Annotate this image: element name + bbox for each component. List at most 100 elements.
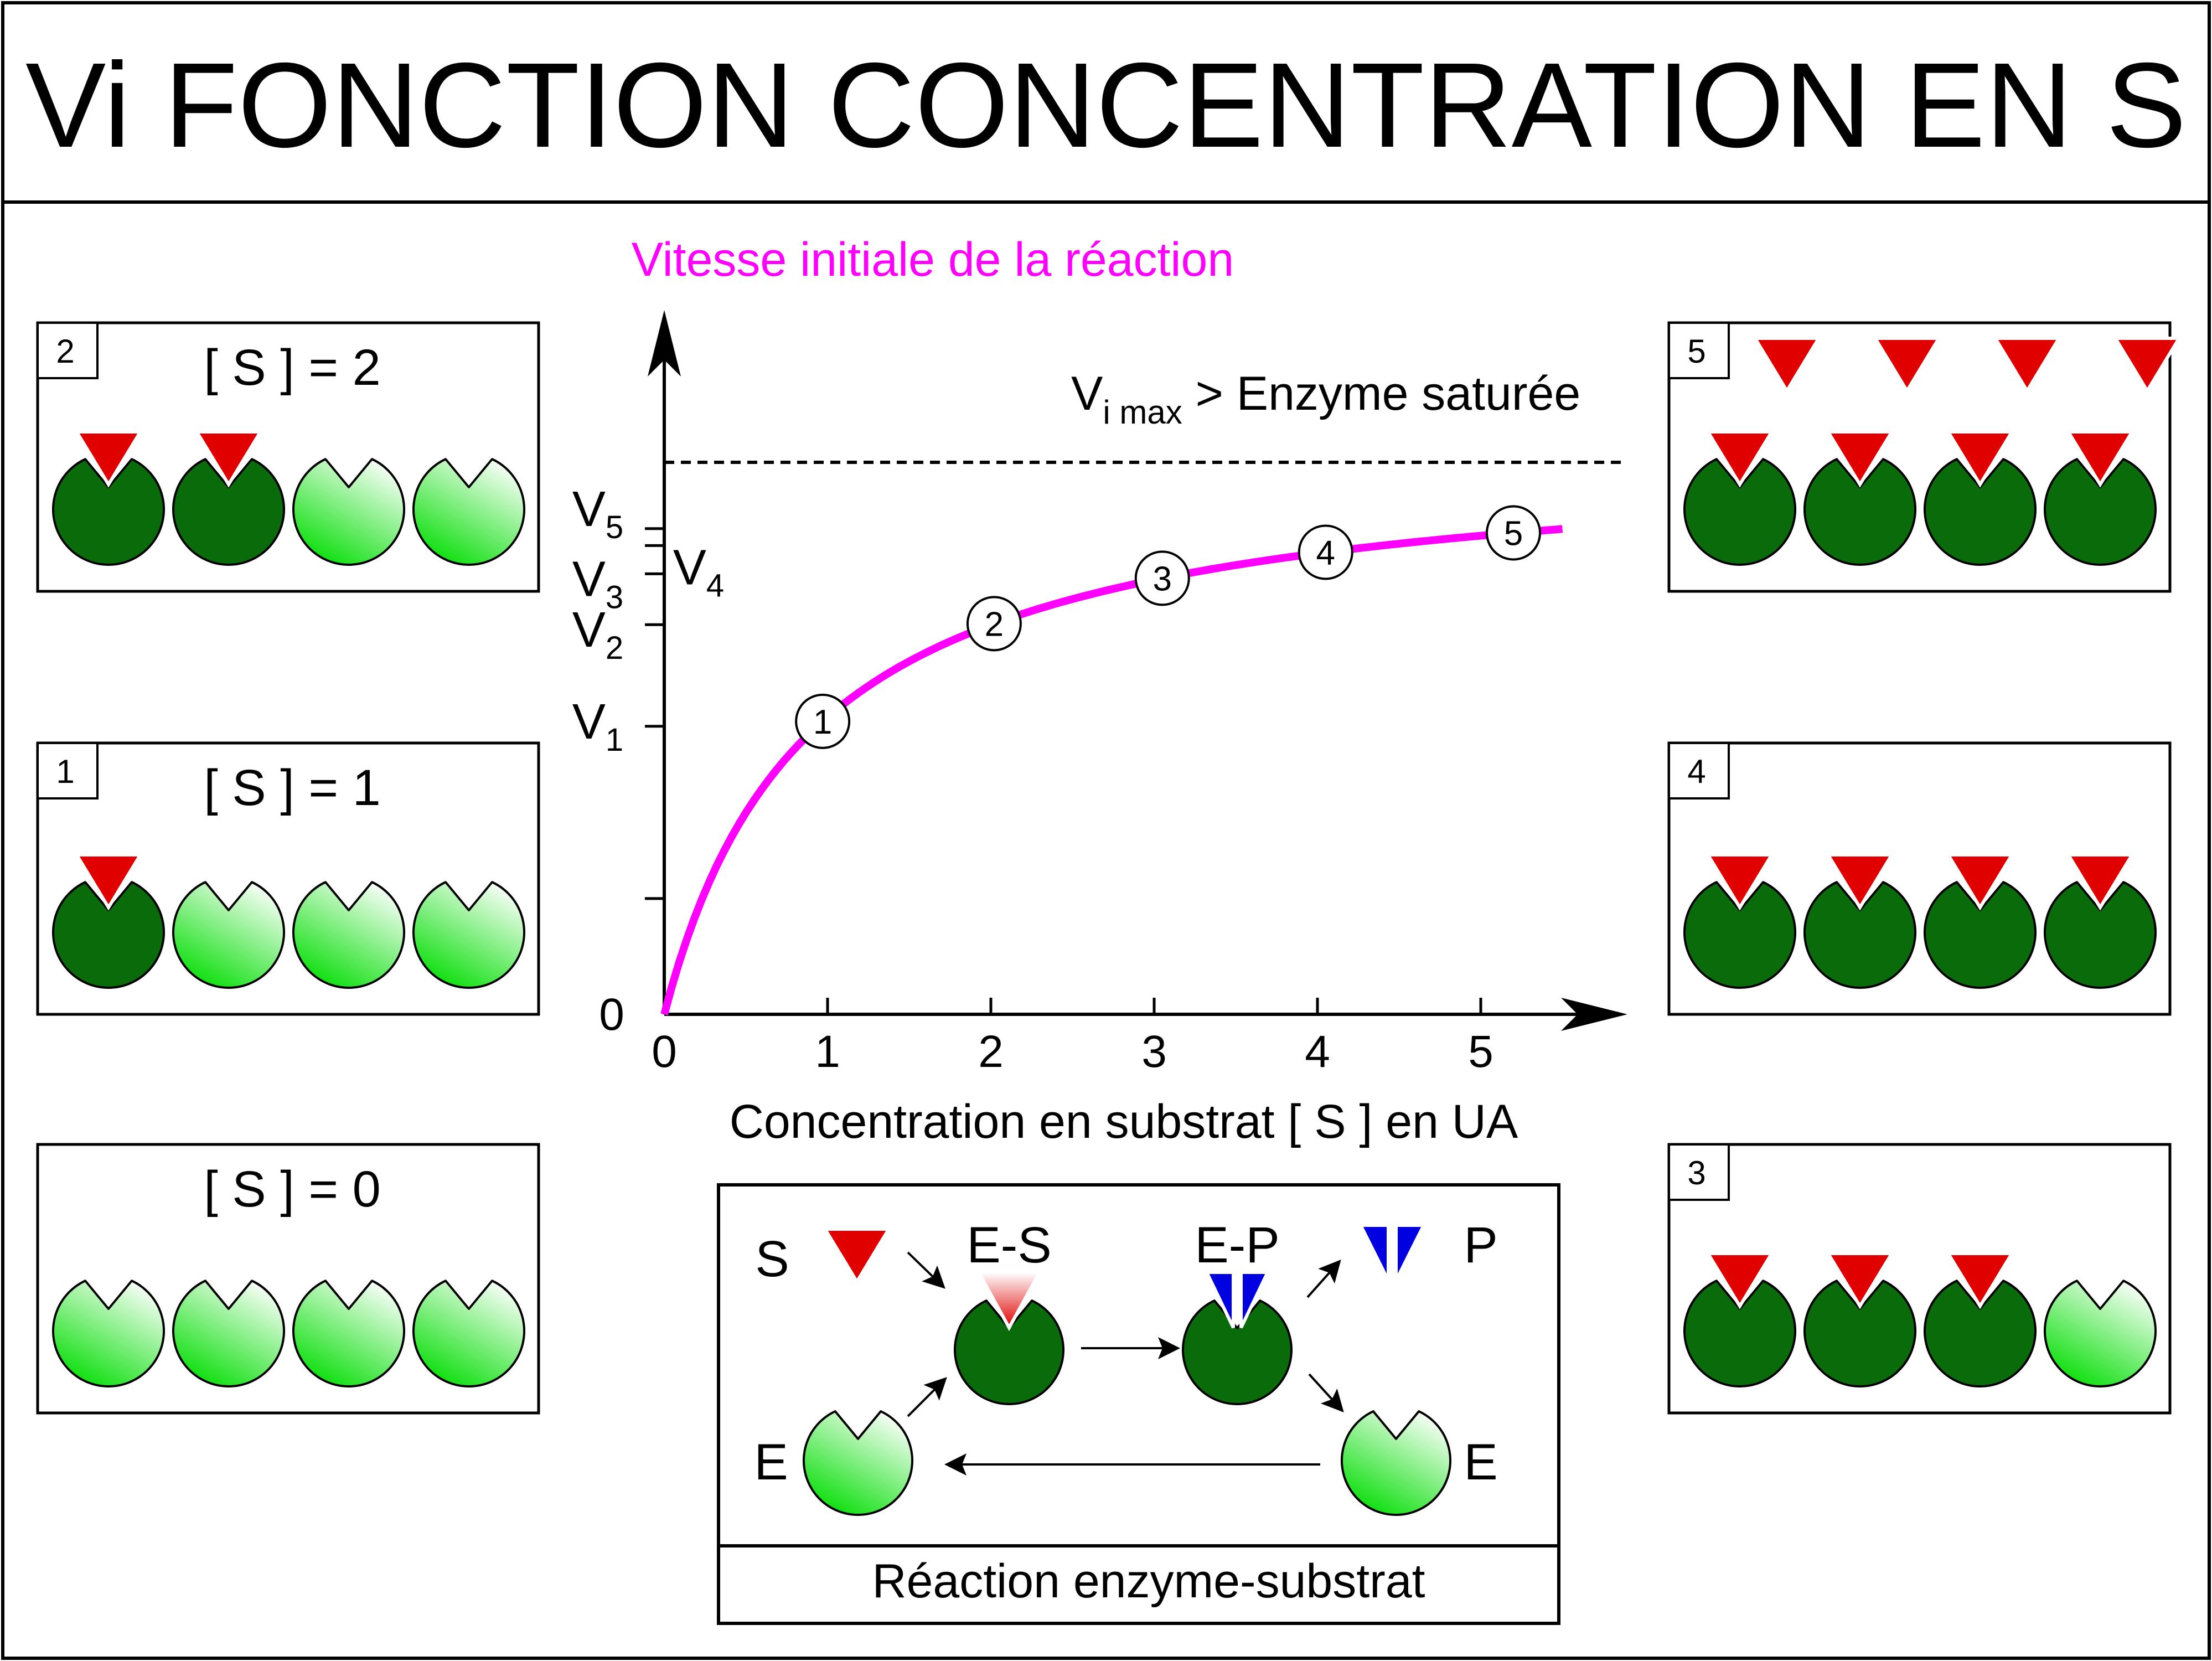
substrate-triangle — [1705, 430, 1775, 488]
free-substrate-triangle — [1872, 337, 1942, 394]
panel-s3: 3 — [1667, 1143, 2172, 1415]
reaction-shapes — [803, 1224, 1451, 1516]
substrate-triangle — [1945, 1252, 2015, 1309]
panel-s0: [ S ] = 0 — [36, 1143, 540, 1415]
reaction-title: Réaction enzyme-substrat — [872, 1555, 1425, 1608]
enzyme-bound — [1924, 458, 2037, 566]
y-tick-label: V1 — [572, 694, 623, 758]
data-point: 1 — [795, 693, 851, 749]
substrate-triangle — [194, 430, 263, 488]
y-tick-label: V4 — [673, 540, 724, 603]
data-point-label: 5 — [1504, 514, 1523, 553]
y-axis-arrow — [648, 310, 681, 376]
substrate-triangle — [2065, 430, 2135, 488]
data-point-label: 2 — [985, 605, 1004, 643]
ep-product-left — [1204, 1271, 1235, 1329]
label-e-left: E — [754, 1434, 788, 1490]
substrate-triangle — [1945, 430, 2015, 488]
data-point: 5 — [1486, 505, 1541, 561]
panel-label: [ S ] = 1 — [204, 760, 381, 816]
enzyme-free — [52, 1280, 165, 1387]
enzyme-bound — [1803, 881, 1916, 989]
enzyme-free — [412, 881, 525, 989]
panel-number-box — [1668, 322, 1730, 379]
x-tick-label: 2 — [978, 1026, 1004, 1077]
substrate-triangle — [1825, 853, 1895, 911]
label-s: S — [755, 1231, 789, 1287]
substrate-triangle — [2065, 853, 2135, 911]
y-tick-label: V2 — [572, 602, 623, 666]
product-right — [1394, 1224, 1427, 1282]
product-left — [1358, 1224, 1390, 1282]
arrow-e-to-es — [907, 1377, 947, 1417]
enzyme-free — [292, 458, 405, 566]
panel-number-box — [1668, 742, 1730, 799]
enzyme-free-right — [1341, 1410, 1451, 1516]
y-tick-label: V3 — [572, 551, 623, 615]
panel-number: 5 — [1687, 333, 1705, 370]
vmax-label: Vi max > Enzyme saturée — [1071, 367, 1580, 431]
substrate-triangle — [74, 853, 143, 911]
data-point: 2 — [966, 596, 1022, 652]
es-substrate-triangle — [975, 1271, 1043, 1332]
enzyme-free — [172, 881, 285, 989]
panel-label: [ S ] = 0 — [204, 1161, 381, 1218]
substrate-triangle — [1705, 1252, 1775, 1309]
data-point-label: 1 — [813, 703, 832, 741]
data-point: 4 — [1298, 524, 1353, 580]
substrate-triangle — [1825, 430, 1895, 488]
enzyme-bound — [1683, 458, 1796, 566]
y-tick-label: 0 — [599, 989, 624, 1040]
panel-label: [ S ] = 2 — [204, 339, 381, 396]
x-tick-label: 3 — [1141, 1026, 1167, 1077]
enzyme-bound — [1924, 881, 2037, 989]
panel-s4: 4 — [1667, 741, 2172, 1016]
free-substrate-triangle — [1752, 337, 1822, 394]
x-tick-label: 0 — [652, 1026, 677, 1077]
panel-s5: 5 — [1667, 321, 2182, 593]
panel-number-box — [37, 322, 99, 379]
x-tick-label: 5 — [1468, 1026, 1493, 1077]
y-tick-label: V5 — [572, 482, 623, 545]
enzyme-bound — [1803, 1280, 1916, 1387]
chart-title: Vitesse initiale de la réaction — [632, 233, 1234, 286]
panel-s1: 1 [ S ] = 1 — [36, 741, 540, 1016]
data-point-label: 3 — [1153, 560, 1172, 598]
enzyme-bound — [1803, 458, 1916, 566]
arrow-ep-to-e — [1308, 1373, 1344, 1412]
enzyme-free — [412, 1280, 525, 1387]
free-substrate-triangle — [2112, 337, 2182, 394]
panel-number: 1 — [56, 753, 74, 790]
enzyme-bound — [1924, 1280, 2037, 1387]
enzyme-free — [292, 1280, 405, 1387]
substrate-triangle — [822, 1227, 892, 1285]
substrate-triangle — [1945, 853, 2015, 911]
enzyme-product-complex — [1182, 1299, 1293, 1405]
label-e-right: E — [1464, 1434, 1497, 1490]
free-substrate-triangle — [1992, 337, 2062, 394]
x-tick-label: 4 — [1305, 1026, 1330, 1077]
panel-s2: 2[ S ] = 2 — [36, 321, 540, 593]
data-points: 1 2 3 4 5 — [795, 505, 1541, 749]
label-ep: E-P — [1195, 1217, 1279, 1273]
enzyme-free — [2044, 1280, 2157, 1387]
x-axis-label: Concentration en substrat [ S ] en UA — [730, 1095, 1518, 1148]
enzyme-free-left — [803, 1410, 913, 1516]
enzyme-bound — [172, 458, 285, 566]
reaction-box: Réaction enzyme-substrat S E-S E-P P E E — [717, 1183, 1560, 1625]
rate-chart: Vitesse initiale de la réaction Vi max >… — [572, 233, 1627, 1148]
enzyme-bound — [2044, 881, 2157, 989]
arrow-s-to-es — [907, 1251, 945, 1289]
panel-number-box — [1668, 1143, 1730, 1201]
enzyme-free — [292, 881, 405, 989]
panel-number: 4 — [1687, 753, 1705, 790]
arrow-ep-to-p — [1306, 1260, 1341, 1298]
x-axis-arrow — [1561, 998, 1627, 1031]
ep-product-right — [1239, 1271, 1270, 1329]
data-point: 3 — [1134, 550, 1190, 606]
panel-number-box — [37, 742, 99, 799]
label-es: E-S — [967, 1217, 1051, 1273]
enzyme-free — [412, 458, 525, 566]
